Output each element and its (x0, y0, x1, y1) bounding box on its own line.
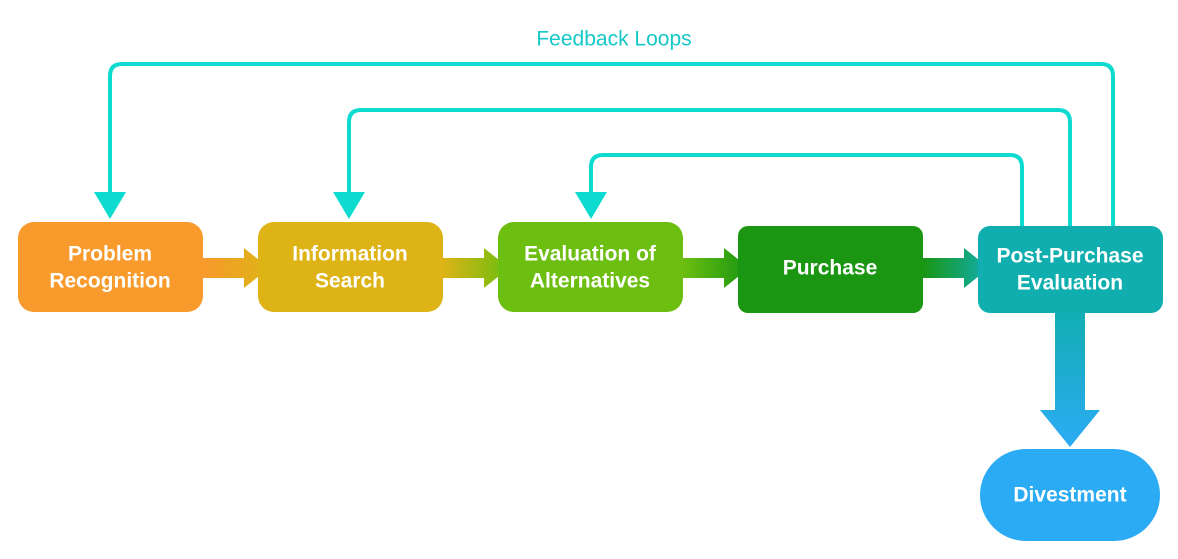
nodes-group: Problem Recognition Information Search E… (18, 222, 1163, 541)
node-shape-post-purchase-evaluation (978, 226, 1163, 313)
node-post-purchase-evaluation[interactable]: Post-Purchase Evaluation (978, 226, 1163, 313)
feedback-loops-label: Feedback Loops (536, 28, 691, 51)
arrow-purchase-to-post-purchase (923, 248, 989, 288)
node-problem-recognition[interactable]: Problem Recognition (18, 222, 203, 312)
node-information-search[interactable]: Information Search (258, 222, 443, 312)
node-label-divestment: Divestment (1013, 484, 1126, 507)
arrow-information-to-evaluation (443, 248, 509, 288)
node-label-purchase: Purchase (783, 257, 878, 280)
feedback-loop-path-inner (589, 153, 1024, 226)
node-label-problem-recognition-line1: Problem (68, 243, 152, 266)
arrowhead-down-icon (94, 192, 126, 219)
node-divestment[interactable]: Divestment (980, 449, 1160, 541)
node-label-post-purchase-evaluation-line1: Post-Purchase (996, 245, 1143, 268)
node-shape-evaluation-of-alternatives (498, 222, 683, 312)
arrow-post-purchase-to-divestment (1040, 305, 1100, 447)
node-label-evaluation-of-alternatives-line1: Evaluation of (524, 243, 657, 266)
feedback-post-purchase-to-evaluation[interactable] (575, 153, 1024, 226)
arrowhead-down-icon (333, 192, 365, 219)
node-label-post-purchase-evaluation-line2: Evaluation (1017, 272, 1123, 295)
node-label-evaluation-of-alternatives-line2: Alternatives (530, 270, 650, 293)
arrowhead-down-icon (575, 192, 607, 219)
feedback-post-purchase-to-problem[interactable] (94, 62, 1115, 226)
arrow-evaluation-to-purchase (683, 248, 749, 288)
feedback-loop-path-outer (108, 62, 1115, 226)
node-shape-information-search (258, 222, 443, 312)
node-shape-purchase (738, 226, 923, 313)
feedback-post-purchase-to-information[interactable] (333, 108, 1072, 226)
connectors-group (203, 248, 1100, 447)
arrow-problem-to-information (203, 248, 269, 288)
feedback-loop-path-middle (347, 108, 1072, 226)
node-evaluation-of-alternatives[interactable]: Evaluation of Alternatives (498, 222, 683, 312)
node-purchase[interactable]: Purchase (738, 226, 923, 313)
node-shape-problem-recognition (18, 222, 203, 312)
node-label-problem-recognition-line2: Recognition (49, 270, 170, 293)
node-label-information-search-line1: Information (292, 243, 408, 266)
node-label-information-search-line2: Search (315, 270, 385, 293)
feedback-loops-group: Feedback Loops (94, 28, 1115, 226)
node-shape-divestment (980, 449, 1160, 541)
